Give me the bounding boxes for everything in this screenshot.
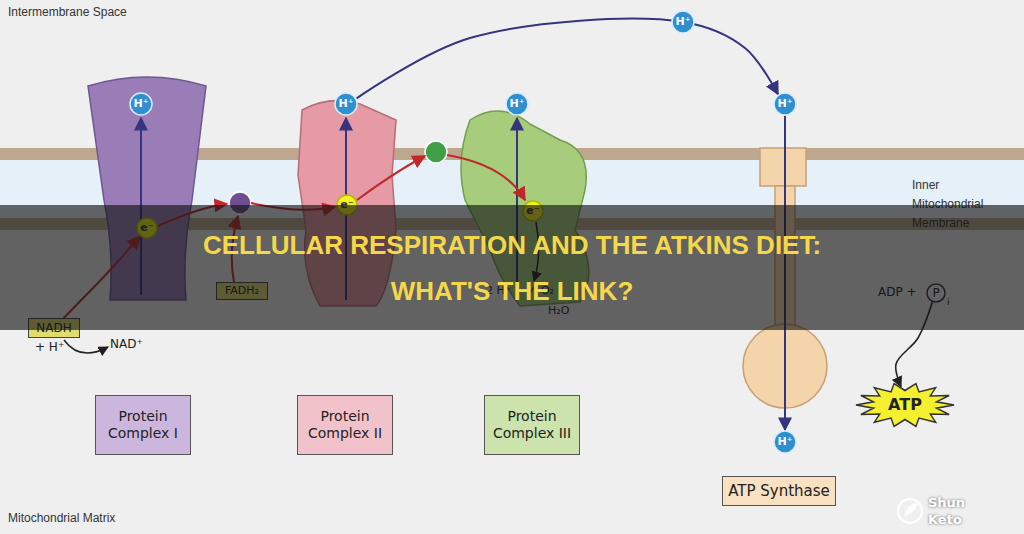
proton-flow-arrow <box>357 19 778 99</box>
watermark-text: Shun Keto <box>928 494 968 528</box>
node-text: Protein Complex I <box>96 408 190 443</box>
synthase-label-box: ATP Synthase <box>722 476 836 506</box>
proton-circle-shape <box>335 93 357 115</box>
oxidation-arrow <box>64 340 108 353</box>
title-banner <box>0 205 1024 330</box>
proton-circle: H⁺ <box>334 92 358 116</box>
proton-circle-shape <box>506 93 528 115</box>
node-text: ATP <box>888 395 922 415</box>
proton-circle: H⁺ <box>129 92 153 116</box>
node-text: H⁺ <box>777 435 792 449</box>
atp-starburst-shape <box>856 384 954 427</box>
node-text: H⁺ <box>777 97 792 111</box>
node-text: + H⁺ <box>35 340 64 355</box>
region-label: Intermembrane Space <box>8 5 127 19</box>
proton-circle-shape <box>774 93 796 115</box>
electron-path <box>447 155 525 200</box>
proton-circle-shape <box>130 93 152 115</box>
proton-circle-shape <box>774 431 796 453</box>
cytochrome-carrier <box>425 141 447 163</box>
proton-circle: H⁺ <box>671 10 695 34</box>
node-text: H⁺ <box>509 97 524 111</box>
node-text: Protein Complex II <box>298 408 392 443</box>
complex-label-box: Protein Complex II <box>297 395 393 455</box>
title-area: CELLULAR RESPIRATION AND THE ATKINS DIET… <box>0 205 1024 330</box>
watermark-logo <box>898 499 922 523</box>
node-text: H⁺ <box>338 97 353 111</box>
proton-circle: H⁺ <box>773 92 797 116</box>
complex-label-box: Protein Complex I <box>95 395 191 455</box>
proton-circle-shape <box>672 11 694 33</box>
node-text: Protein Complex III <box>485 408 579 443</box>
region-label: Mitochondrial Matrix <box>8 511 115 525</box>
chemical-label: NAD⁺ <box>110 337 143 351</box>
page-title: CELLULAR RESPIRATION AND THE ATKINS DIET… <box>172 222 852 314</box>
complex-label-box: Protein Complex III <box>484 395 580 455</box>
atp-starburst: ATP <box>855 382 955 428</box>
proton-circle: H⁺ <box>773 430 797 454</box>
node-text: H⁺ <box>133 97 148 111</box>
node-text: ATP Synthase <box>728 482 830 501</box>
proton-circle: H⁺ <box>505 92 529 116</box>
electron-path <box>357 156 425 200</box>
node-text: H⁺ <box>675 15 690 29</box>
synthase-channel <box>760 148 806 186</box>
watermark-logo <box>904 503 918 516</box>
